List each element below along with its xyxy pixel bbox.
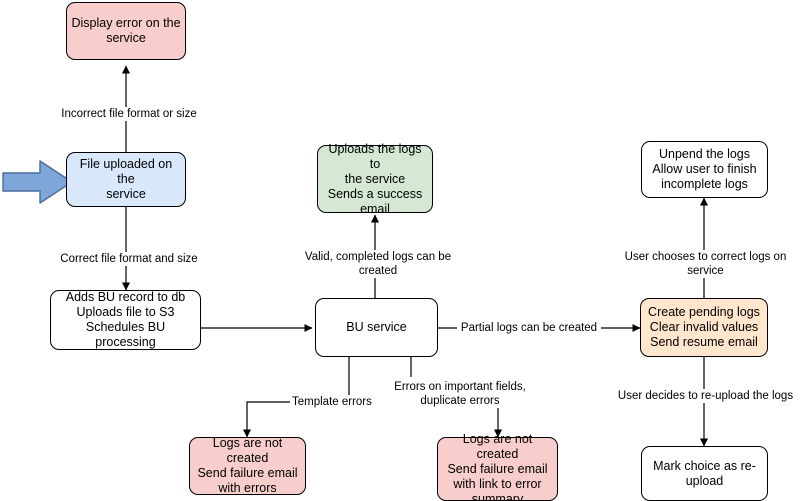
node-logs-not-created-errors[interactable]: Logs are not created Send failure email … xyxy=(189,436,306,495)
node-logs-not-created-summary[interactable]: Logs are not created Send failure email … xyxy=(437,432,558,501)
node-unpend-logs[interactable]: Unpend the logs Allow user to finish inc… xyxy=(641,141,768,198)
node-display-error[interactable]: Display error on the service xyxy=(66,2,186,60)
edge-label-valid-logs: Valid, completed logs can be created xyxy=(283,250,473,278)
edge-label-incorrect-format: Incorrect file format or size xyxy=(56,107,202,121)
node-bu-service[interactable]: BU service xyxy=(315,298,438,357)
edge-label-partial-logs: Partial logs can be created xyxy=(457,321,601,335)
node-create-pending-logs[interactable]: Create pending logs Clear invalid values… xyxy=(640,298,768,357)
edge-label-template-errors: Template errors xyxy=(290,395,376,409)
edge-label-user-corrects: User chooses to correct logs on service xyxy=(604,250,801,278)
node-file-uploaded[interactable]: File uploaded on the service xyxy=(66,152,186,207)
node-mark-choice-reupload[interactable]: Mark choice as re- upload xyxy=(641,446,768,501)
edge-label-user-reuploads: User decides to re-upload the logs xyxy=(615,389,796,403)
node-adds-bu-record[interactable]: Adds BU record to db Uploads file to S3 … xyxy=(50,290,201,350)
node-uploads-logs[interactable]: Uploads the logs to the service Sends a … xyxy=(317,142,433,216)
edge-label-correct-format: Correct file format and size xyxy=(56,252,202,266)
block-arrow-right-icon xyxy=(2,160,73,204)
edge-label-important-field-errors: Errors on important fields, duplicate er… xyxy=(392,380,528,408)
